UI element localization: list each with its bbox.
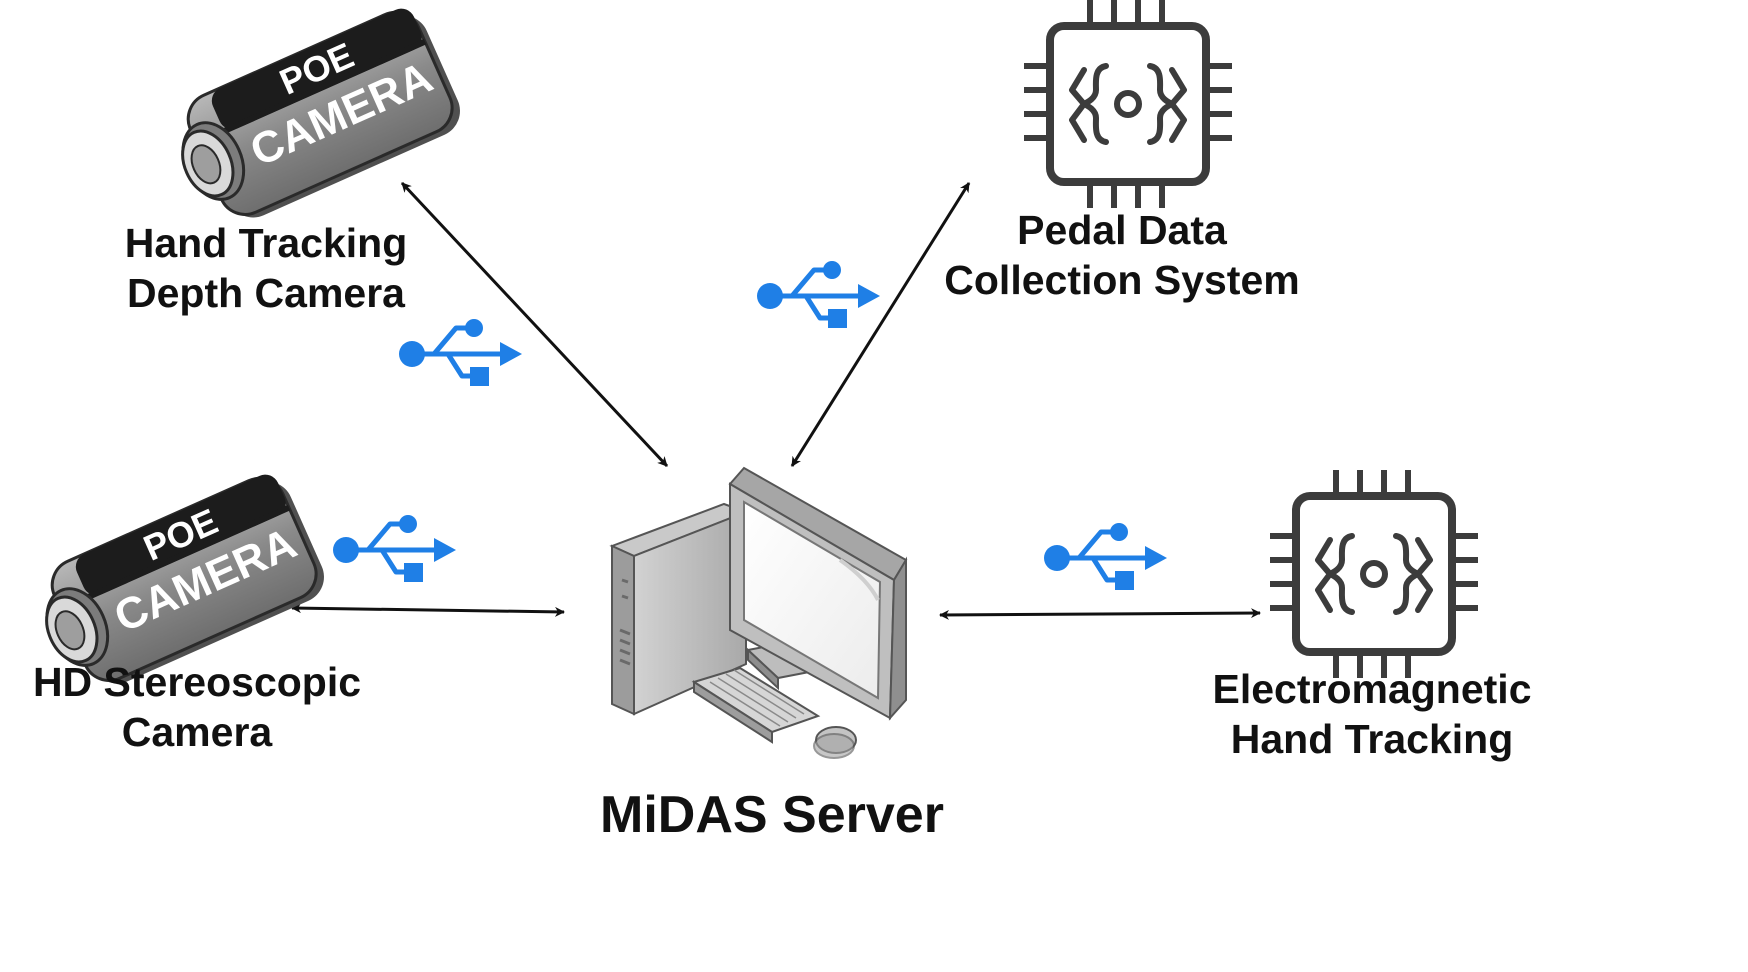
depth-camera-label-line1: Hand Tracking (124, 220, 408, 266)
server-label: MiDAS Server (600, 786, 944, 844)
pedal-system-label-line2: Collection System (944, 257, 1300, 304)
em-tracking-chip-icon (1270, 470, 1478, 678)
stereo-camera-label-line1: HD Stereoscopic (32, 659, 362, 705)
usb-icon (333, 515, 456, 582)
arrow-pedal-system-server (790, 182, 971, 467)
depth-camera-label: Hand Tracking Depth Camera (125, 218, 408, 318)
arrow-depth-camera-server (400, 181, 669, 468)
usb-icon (399, 319, 522, 386)
pedal-system-label-line1: Pedal Data (1017, 207, 1227, 253)
pedal-system-label: Pedal Data Collection System (944, 205, 1299, 305)
em-tracking-label-line1: Electromagnetic (1212, 666, 1532, 712)
arrow-stereo-camera-server (291, 603, 565, 617)
depth-camera-label-line2: Depth Camera (127, 270, 405, 317)
stereo-camera-label: HD Stereoscopic Camera (33, 657, 361, 757)
pedal-chip-icon (1024, 0, 1232, 208)
arrow-em-tracking-server (939, 608, 1261, 620)
em-tracking-label: Electromagnetic Hand Tracking (1213, 664, 1532, 764)
usb-icon (757, 261, 880, 328)
depth-camera-icon: POE CAMERA (159, 0, 470, 239)
em-tracking-label-line2: Hand Tracking (1230, 716, 1514, 763)
usb-icon (1044, 523, 1167, 590)
stereo-camera-label-line2: Camera (121, 709, 273, 756)
server-computer-icon (609, 466, 908, 759)
